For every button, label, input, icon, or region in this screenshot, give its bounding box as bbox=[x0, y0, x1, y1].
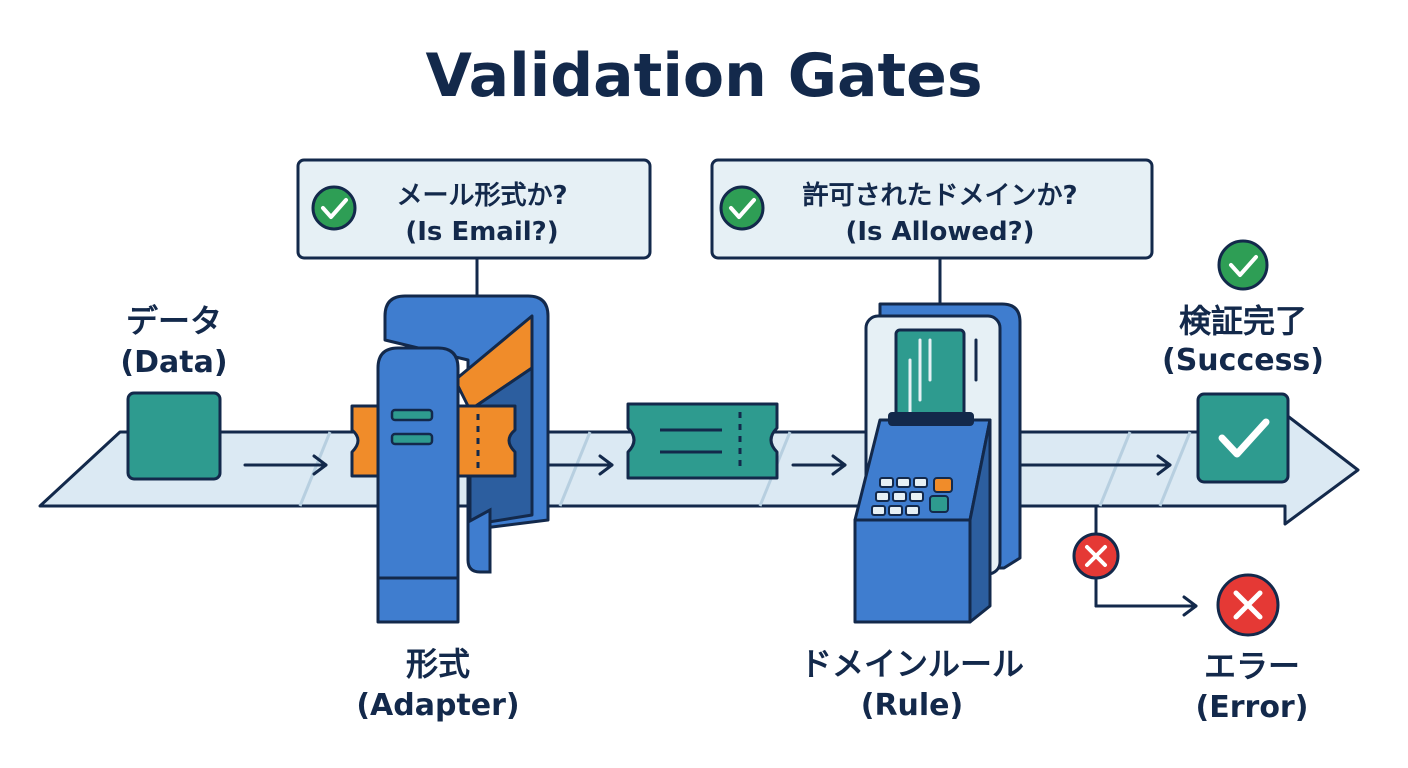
gate-email-question-en: (Is Email?) bbox=[405, 217, 558, 247]
gate-domain-question-en: (Is Allowed?) bbox=[845, 217, 1034, 247]
check-circle-icon bbox=[311, 185, 357, 231]
gate-domain-callout: 許可されたドメインか? (Is Allowed?) bbox=[710, 158, 1154, 260]
rule-label-jp: ドメインルール bbox=[800, 645, 1024, 683]
flow-arrow-icon bbox=[1018, 454, 1172, 476]
gate-email-question-jp: メール形式か? bbox=[396, 181, 567, 211]
x-circle-icon bbox=[1216, 573, 1280, 637]
adapter-gate bbox=[350, 294, 550, 624]
x-circle-icon bbox=[1072, 532, 1120, 580]
flow-arrow-icon bbox=[791, 454, 847, 476]
data-block bbox=[126, 391, 222, 481]
check-circle-icon bbox=[719, 185, 765, 231]
keypad-icon bbox=[871, 477, 928, 516]
rule-machine bbox=[853, 302, 1022, 624]
success-label-en: (Success) bbox=[1162, 343, 1324, 378]
adapter-label-jp: 形式 bbox=[406, 645, 470, 683]
gate-domain-question-jp: 許可されたドメインか? bbox=[802, 181, 1077, 211]
data-label-jp: データ bbox=[126, 302, 222, 340]
validated-ticket bbox=[626, 402, 779, 480]
page-title: Validation Gates bbox=[425, 41, 982, 111]
gate-email-callout: メール形式か? (Is Email?) bbox=[296, 158, 652, 260]
adapter-label-en: (Adapter) bbox=[356, 688, 519, 723]
error-label-jp: エラー bbox=[1204, 647, 1300, 685]
checkmark-icon bbox=[1218, 418, 1270, 458]
success-block bbox=[1196, 392, 1290, 484]
success-label-jp: 検証完了 bbox=[1179, 302, 1307, 340]
rule-label-en: (Rule) bbox=[861, 688, 964, 723]
flow-arrow-icon bbox=[243, 454, 328, 476]
check-circle-icon bbox=[1217, 239, 1269, 291]
error-label-en: (Error) bbox=[1196, 690, 1309, 725]
data-label-en: (Data) bbox=[120, 345, 227, 380]
